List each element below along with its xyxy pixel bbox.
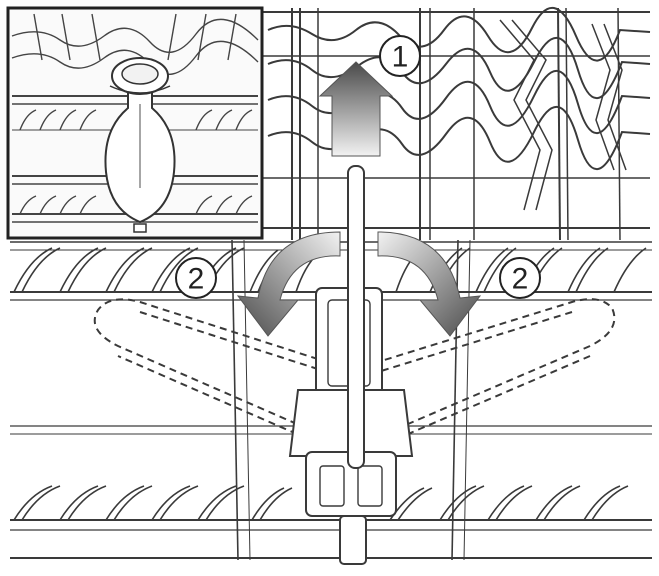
inset-panel: [6, 6, 264, 240]
curved-arrow-icon: [236, 231, 341, 337]
step-badge-2-left: 2: [175, 257, 217, 299]
step-badge-1: 1: [379, 35, 421, 77]
step-badge-2-right: 2: [499, 257, 541, 299]
bottle-on-rack-icon: [104, 57, 176, 233]
lower-rack-tines-top: [10, 239, 652, 561]
step-number: 2: [188, 263, 205, 296]
step-number: 2: [512, 263, 529, 296]
lift-rod: [347, 165, 365, 469]
arrow-up-icon: [318, 61, 394, 157]
lower-rack-tines-bottom: [10, 485, 652, 559]
step-number: 1: [392, 41, 409, 74]
curved-arrow-icon: [377, 231, 482, 337]
upper-rack: [262, 7, 651, 241]
